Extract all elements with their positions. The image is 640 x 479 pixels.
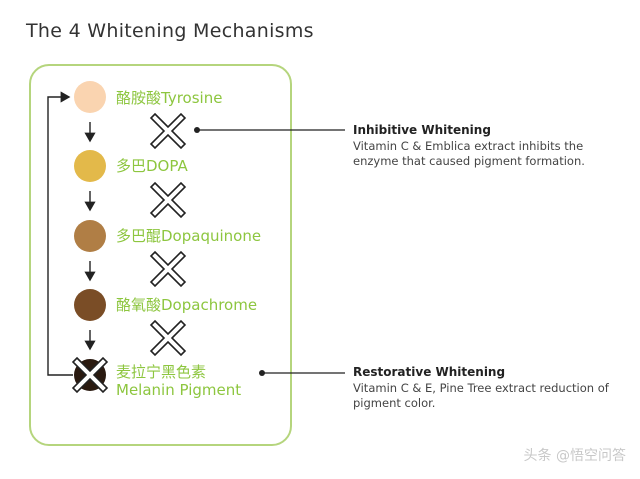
annotation-inhibitive-body: Vitamin C & Emblica extract inhibits the…	[353, 138, 585, 169]
inhibit-x-icon-4	[150, 320, 186, 356]
inhibit-x-icon-3	[150, 251, 186, 287]
annotation-inhibitive-heading: Inhibitive Whitening	[353, 123, 491, 137]
inhibit-x-icon-2	[150, 182, 186, 218]
stage-label-melanin-cn: 麦拉宁黑色素	[116, 363, 207, 381]
stage-circle-dopaquinone	[74, 220, 106, 252]
watermark: 头条 @悟空问答	[523, 448, 626, 464]
stage-label-melanin-en: Melanin Pigment	[116, 381, 242, 399]
stage-label-dopachrome: 酪氧酸Dopachrome	[116, 296, 258, 314]
stage-circle-dopa	[74, 150, 106, 182]
stage-label-tyrosine: 酪胺酸Tyrosine	[116, 89, 223, 107]
inhibit-x-icon-1	[150, 113, 186, 149]
annotation-restorative-heading: Restorative Whitening	[353, 365, 506, 379]
stage-label-melanin: 麦拉宁黑色素 Melanin Pigment	[116, 363, 241, 399]
diagram-title: The 4 Whitening Mechanisms	[26, 20, 314, 42]
stage-circle-dopachrome	[74, 289, 106, 321]
annotation-restorative-body: Vitamin C & E, Pine Tree extract reducti…	[353, 380, 609, 411]
stage-label-dopaquinone: 多巴醌Dopaquinone	[116, 227, 262, 245]
stage-circle-tyrosine	[74, 81, 106, 113]
feedback-loop-arrow	[47, 91, 73, 376]
annotation-inhibitive: Inhibitive Whitening Vitamin C & Emblica…	[353, 123, 613, 170]
stage-label-dopa: 多巴DOPA	[116, 157, 188, 175]
mechanism-panel	[29, 64, 292, 446]
annotation-restorative: Restorative Whitening Vitamin C & E, Pin…	[353, 365, 613, 412]
